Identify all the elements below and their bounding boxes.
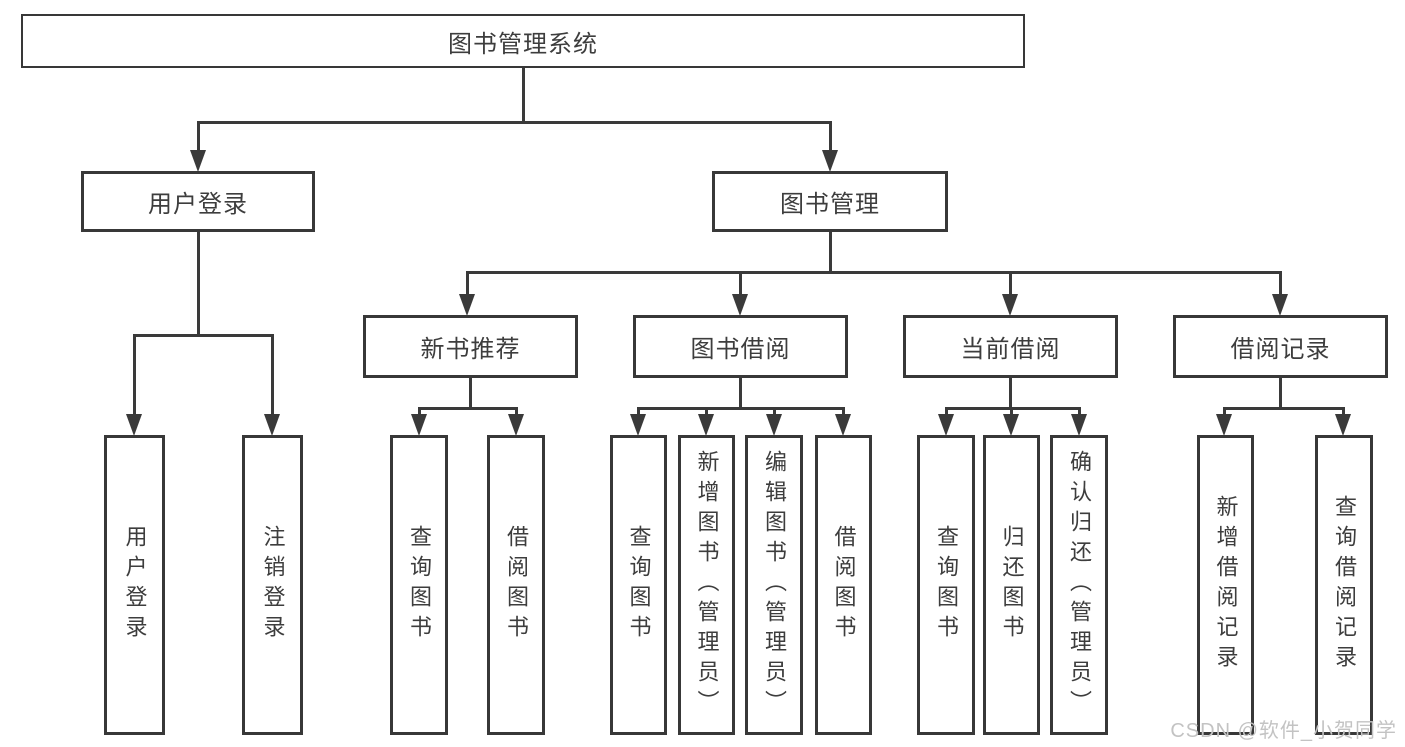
connector-line [466,271,1282,274]
connector-line [133,334,274,337]
leaf-label: 查询图书 [407,525,432,645]
node-borrow-records: 借阅记录 [1173,315,1388,378]
leaf-edit-book-admin: 编辑图书（管理员） [745,435,803,735]
connector-line [637,407,844,410]
connector-line [739,271,742,295]
connector-line [842,407,845,419]
leaf-query-books-borrow: 查询图书 [610,435,667,735]
node-user-login: 用户登录 [81,171,315,232]
connector-line [637,407,640,419]
connector-line [829,121,832,153]
connector-arrow [1071,414,1087,436]
leaf-query-books-current: 查询图书 [917,435,975,735]
connector-line [1279,378,1282,409]
connector-line [522,68,525,123]
connector-line [1078,407,1081,419]
leaf-label: 查询图书 [934,525,959,645]
connector-line [945,407,948,419]
leaf-borrow-books: 借阅图书 [815,435,872,735]
connector-line [133,334,136,416]
connector-line [705,407,708,419]
connector-arrow [822,150,838,172]
leaf-user-login: 用户登录 [104,435,165,735]
connector-line [466,271,469,295]
connector-arrow [1002,294,1018,316]
leaf-label: 查询图书 [626,525,652,645]
connector-arrow [1272,294,1288,316]
connector-arrow [698,414,714,436]
leaf-label: 确认归还（管理员） [1067,450,1092,720]
connector-arrow [411,414,427,436]
connector-arrow [508,414,524,436]
leaf-label: 编辑图书（管理员） [762,450,787,720]
connector-line [197,232,200,336]
leaf-label: 新增图书（管理员） [694,450,720,720]
connector-line [469,378,472,409]
connector-line [418,407,518,410]
node-current-borrow: 当前借阅 [903,315,1118,378]
connector-line [1009,271,1012,295]
connector-arrow [630,414,646,436]
leaf-return-books: 归还图书 [983,435,1040,735]
connector-arrow [126,414,142,436]
connector-arrow [732,294,748,316]
leaf-add-borrow-record: 新增借阅记录 [1197,435,1254,735]
leaf-label: 新增借阅记录 [1213,495,1239,675]
leaf-confirm-return-admin: 确认归还（管理员） [1050,435,1108,735]
connector-arrow [835,414,851,436]
leaf-label: 借阅图书 [504,525,529,645]
connector-line [1279,271,1282,295]
connector-line [773,407,776,419]
connector-arrow [1216,414,1232,436]
csdn-watermark: CSDN @软件_小贺同学 [1170,720,1397,742]
leaf-query-books-recommend: 查询图书 [390,435,448,735]
connector-line [271,334,274,416]
connector-arrow [459,294,475,316]
leaf-label: 借阅图书 [831,525,857,645]
connector-line [829,232,832,273]
leaf-label: 注销登录 [260,525,286,645]
connector-arrow [1003,414,1019,436]
leaf-label: 查询借阅记录 [1332,495,1357,675]
connector-line [1010,407,1013,419]
node-library-system: 图书管理系统 [21,14,1025,68]
leaf-add-book-admin: 新增图书（管理员） [678,435,735,735]
connector-arrow [766,414,782,436]
connector-arrow [1335,414,1351,436]
connector-line [418,407,421,419]
leaf-label: 用户登录 [122,525,148,645]
leaf-borrow-books-recommend: 借阅图书 [487,435,545,735]
connector-line [197,121,832,124]
connector-line [1342,407,1345,419]
leaf-label: 归还图书 [999,525,1025,645]
connector-arrow [938,414,954,436]
connector-arrow [190,150,206,172]
leaf-query-borrow-record: 查询借阅记录 [1315,435,1373,735]
connector-line [945,407,1080,410]
node-new-book-recommend: 新书推荐 [363,315,578,378]
connector-line [739,378,742,409]
connector-line [197,121,200,153]
node-book-borrow: 图书借阅 [633,315,848,378]
connector-line [515,407,518,419]
connector-line [1223,407,1344,410]
connector-arrow [264,414,280,436]
node-book-management: 图书管理 [712,171,948,232]
connector-line [1223,407,1226,419]
connector-line [1009,378,1012,409]
leaf-logout: 注销登录 [242,435,303,735]
